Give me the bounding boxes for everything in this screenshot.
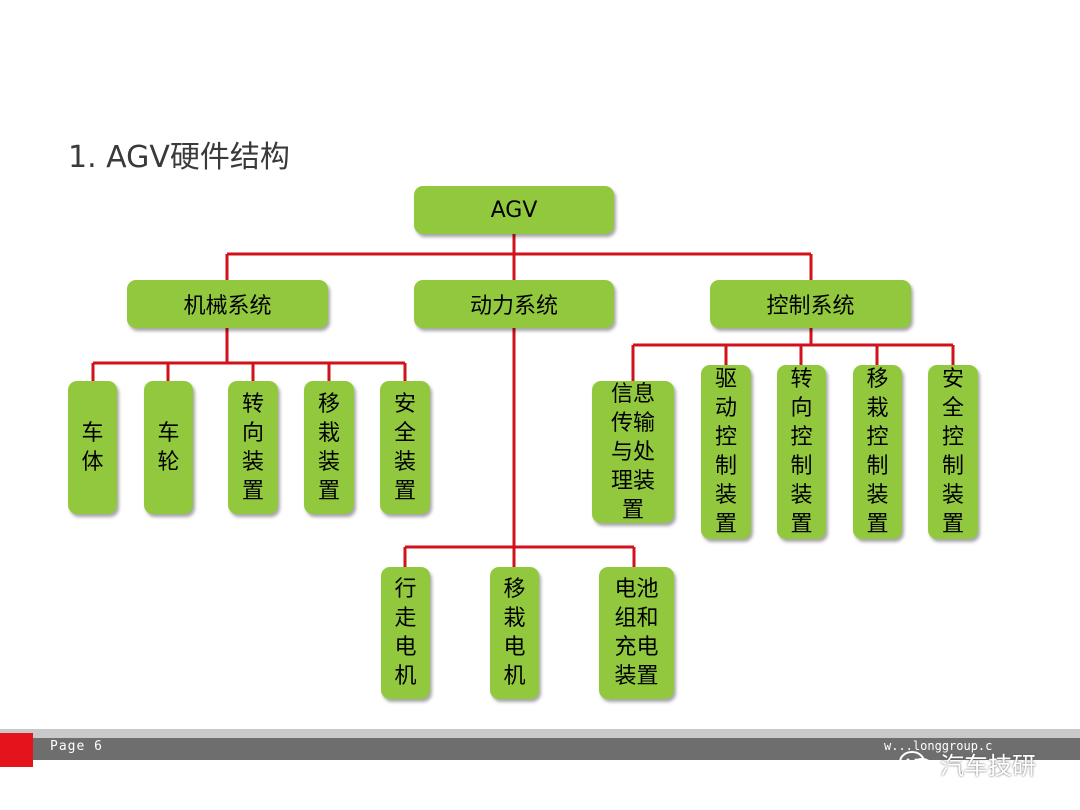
footer-accent (0, 733, 33, 767)
node-label: 移栽控制装置 (866, 367, 889, 537)
page-number: Page 6 (50, 739, 103, 754)
node-label: 安全控制装置 (941, 367, 964, 537)
footer-stripe (0, 729, 1080, 738)
node-control-system: 控制系统 (710, 280, 911, 328)
node-safety-device: 安全装置 (380, 381, 430, 514)
node-info-processing: 信息传输与处理装置 (592, 381, 674, 523)
wechat-icon (899, 750, 933, 776)
node-agv: AGV (414, 186, 614, 234)
node-label: 行走电机 (394, 577, 417, 689)
node-travel-motor: 行走电机 (381, 567, 430, 699)
node-steering-control: 转向控制装置 (777, 365, 826, 539)
node-wheels: 车轮 (144, 381, 193, 514)
node-label: 车体 (81, 420, 104, 475)
node-steering-device: 转向装置 (228, 381, 278, 514)
slide-title: 1. AGV硬件结构 (68, 140, 290, 175)
node-label: 电池组和充电装置 (614, 577, 659, 689)
footer-url: w...longgroup.c (884, 739, 993, 753)
node-transfer-motor: 移栽电机 (490, 567, 539, 699)
footer-bar (0, 738, 1080, 760)
brand-watermark: 汽车技研 (898, 746, 1036, 781)
node-label: 信息传输与处理装置 (610, 381, 655, 523)
node-label: 车轮 (157, 420, 180, 475)
node-label: 驱动控制装置 (714, 367, 737, 537)
node-mechanical-system: 机械系统 (127, 280, 328, 328)
node-label: 转向控制装置 (790, 367, 813, 537)
node-car-body: 车体 (68, 381, 117, 514)
brand-name: 汽车技研 (940, 752, 1036, 780)
node-drive-control: 驱动控制装置 (701, 365, 751, 539)
node-label: 安全装置 (393, 391, 416, 504)
node-label: 移栽装置 (317, 391, 340, 504)
node-transfer-control: 移栽控制装置 (853, 365, 902, 539)
node-safety-control: 安全控制装置 (928, 365, 978, 539)
node-power-system: 动力系统 (414, 280, 614, 328)
node-transfer-device: 移栽装置 (304, 381, 354, 514)
node-battery-charging: 电池组和充电装置 (599, 567, 674, 699)
node-label: 移栽电机 (503, 577, 526, 689)
node-label: 转向装置 (241, 391, 264, 504)
